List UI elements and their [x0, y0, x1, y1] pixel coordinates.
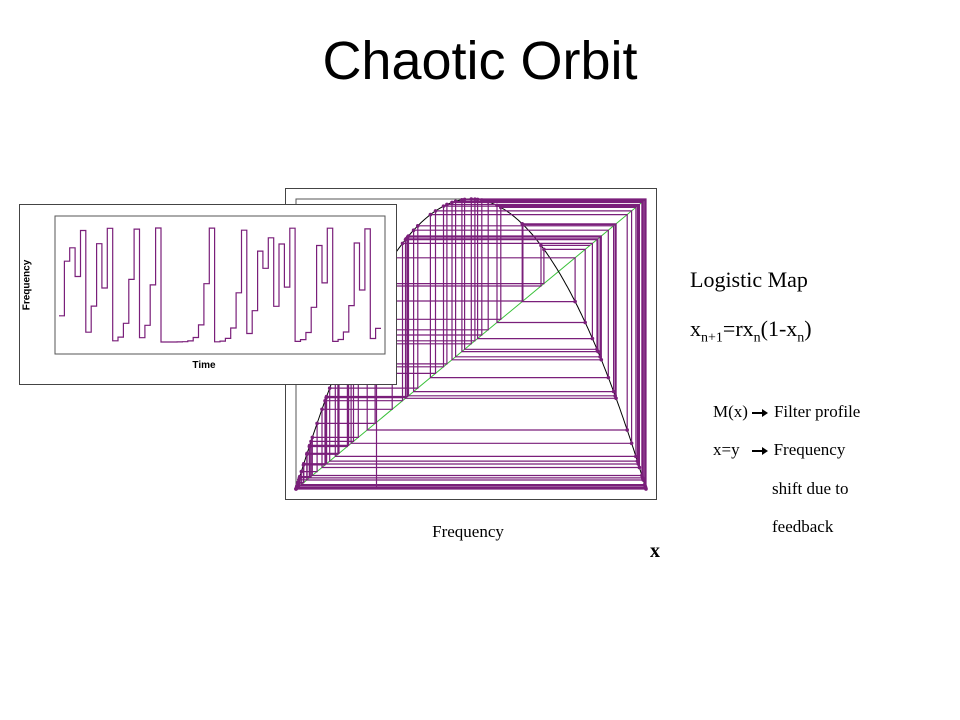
orbit-point-61	[635, 459, 640, 463]
orbit-point-29	[294, 484, 299, 489]
eq-mid: =rx	[722, 316, 754, 341]
arrow-right-icon	[751, 408, 770, 418]
eq-lhs-sub: n+1	[701, 330, 723, 346]
orbit-point-46	[323, 398, 327, 403]
orbit-point-55	[598, 354, 602, 359]
orbit-point-56	[453, 199, 458, 204]
orbit-point-64	[611, 389, 616, 394]
orbit-point-49	[475, 197, 480, 202]
note-line-2: feedback	[772, 517, 834, 536]
orbit-point-79	[634, 454, 638, 459]
orbit-point-11	[309, 439, 313, 444]
orbit-point-72	[406, 234, 411, 238]
orbit-point-84	[480, 198, 484, 202]
orbit-point-47	[400, 241, 405, 246]
arrow-right-icon	[751, 446, 770, 456]
orbit-point-87	[315, 421, 319, 426]
timeseries-y-axis-label: Frequency	[21, 259, 33, 311]
orbit-point-85	[642, 482, 647, 487]
eq-mid-sub: n	[753, 330, 761, 346]
orbit-point-71	[613, 394, 617, 398]
orbit-point-51	[296, 480, 300, 485]
orbit-point-37	[573, 299, 577, 304]
orbit-point-42	[462, 197, 467, 202]
eq-rhs-close: )	[804, 316, 812, 341]
orbit-point-25	[307, 443, 312, 448]
orbit-point-48	[590, 336, 595, 341]
orbit-point-57	[641, 478, 646, 482]
orbit-point-68	[625, 428, 629, 432]
orbit-point-76	[310, 435, 315, 440]
orbit-point-8	[460, 197, 464, 202]
legend-left-xy: x=y	[713, 440, 740, 459]
orbit-point-4	[636, 462, 641, 466]
orbit-point-58	[305, 452, 309, 457]
orbit-point-60	[441, 204, 446, 208]
orbit-point-89	[539, 243, 543, 248]
legend-right-filter: Filter profile	[773, 402, 861, 421]
orbit-point-27	[473, 197, 477, 201]
page-title: Chaotic Orbit	[322, 31, 638, 91]
orbit-point-33	[445, 202, 449, 207]
timeseries-svg	[54, 215, 386, 355]
note-line-1: shift due to	[772, 479, 849, 498]
orbit-point-74	[450, 200, 454, 205]
timeseries-line	[59, 227, 381, 343]
orbit-point-82	[629, 441, 634, 446]
orbit-point-63	[415, 224, 420, 228]
legend-right-frequency: Frequency	[773, 440, 846, 459]
legend-left-mx: M(x)	[713, 402, 748, 421]
eq-rhs-sub: n	[797, 330, 805, 346]
timeseries-frame	[54, 215, 386, 355]
cobweb-orbit	[295, 198, 647, 490]
legend-row-frequency: x=y Frequency	[713, 440, 845, 460]
orbit-point-2	[583, 320, 587, 325]
cobweb-frequency-label: Frequency	[432, 522, 504, 541]
orbit-point-81	[433, 209, 438, 213]
orbit-point-70	[521, 222, 525, 227]
orbit-point-35	[320, 407, 324, 412]
orbit-point-30	[296, 477, 301, 482]
orbit-point-1	[542, 247, 546, 252]
logistic-map-label: Logistic Map	[690, 267, 808, 292]
orbit-point-41	[595, 347, 599, 352]
orbit-point-17	[469, 197, 474, 201]
orbit-point-66	[606, 375, 611, 380]
orbit-point-75	[640, 473, 644, 478]
orbit-point-52	[302, 461, 306, 466]
orbit-point-53	[324, 394, 329, 399]
orbit-point-67	[428, 212, 433, 217]
timeseries-plot	[19, 204, 397, 385]
logistic-equation: xn+1=rxn(1-xn)	[690, 316, 812, 346]
orbit-point-65	[411, 228, 416, 233]
orbit-point-73	[599, 357, 604, 362]
eq-rhs-open: (1-x	[760, 316, 798, 341]
orbit-point-34	[637, 465, 642, 470]
orbit-point-62	[327, 386, 332, 390]
orbit-point-3	[495, 203, 499, 208]
eq-lhs: x	[690, 316, 701, 341]
orbit-point-78	[498, 205, 503, 210]
orbit-point-13	[486, 199, 490, 204]
cobweb-x-axis-label: x	[650, 540, 660, 562]
orbit-point-86	[299, 469, 304, 474]
timeseries-x-axis-label: Time	[192, 360, 216, 371]
legend-row-filter: M(x) Filter profile	[713, 402, 860, 422]
orbit-point-40	[403, 237, 408, 242]
orbit-point-50	[643, 485, 648, 490]
